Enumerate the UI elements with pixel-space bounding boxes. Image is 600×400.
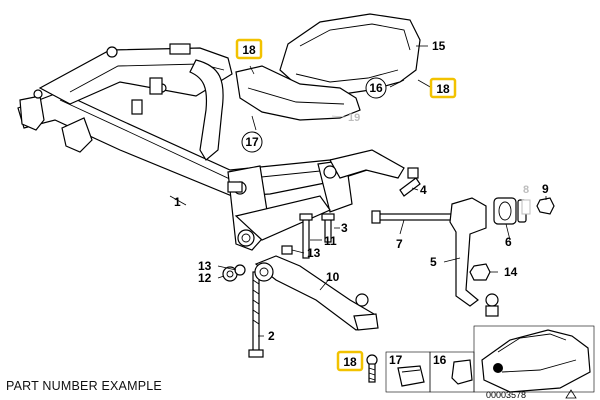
callout-18-example: 18 <box>336 350 364 372</box>
example-cell-car <box>473 325 595 393</box>
nut-14 <box>469 263 491 281</box>
callout-7: 7 <box>396 237 403 251</box>
callout-15: 15 <box>432 39 446 53</box>
car-locator-sketch <box>481 329 591 393</box>
washer-12-nut-13 <box>222 264 246 282</box>
example-nut-16 <box>451 359 473 385</box>
bolt-3 <box>321 213 335 243</box>
vertical-bolt-2 <box>248 271 264 358</box>
caption: PART NUMBER EXAMPLE <box>6 379 162 393</box>
bolt-4 <box>399 167 421 197</box>
wishbone <box>254 255 379 331</box>
callout-18-upper-right: 18 <box>429 77 457 99</box>
callout-16-top: 16 <box>369 81 383 95</box>
callout-8: 8 <box>523 184 529 196</box>
callout-16-example: 16 <box>433 353 447 367</box>
callout-11: 11 <box>324 234 337 248</box>
example-clip-17 <box>397 365 425 387</box>
splash-guard <box>235 65 361 121</box>
heat-shield <box>279 13 421 97</box>
front-subframe <box>17 43 405 251</box>
callout-12: 12 <box>198 271 212 285</box>
callout-13-lower: 13 <box>198 259 212 273</box>
callout-17-circle: 17 <box>241 131 263 153</box>
leader-lines <box>169 45 547 337</box>
callout-18-c: 18 <box>343 355 357 369</box>
callout-1: 1 <box>174 195 181 209</box>
callout-3: 3 <box>341 221 348 235</box>
callout-6: 6 <box>505 235 512 249</box>
example-bolt-18 <box>366 354 378 383</box>
warning-triangle-icon <box>565 389 577 399</box>
nut-9 <box>536 197 555 215</box>
callout-14: 14 <box>504 265 518 279</box>
callout-19: 19 <box>348 112 360 124</box>
callout-17-top: 17 <box>245 135 259 149</box>
bolt-11 <box>299 213 313 259</box>
callout-2: 2 <box>268 329 275 343</box>
faded-bushing-8 <box>521 199 531 215</box>
tension-strut <box>371 210 455 224</box>
rubber-mount <box>493 197 527 225</box>
callout-18-a: 18 <box>242 43 256 57</box>
nut-13-upper <box>281 245 293 255</box>
callout-5: 5 <box>430 255 437 269</box>
callout-9: 9 <box>542 182 549 196</box>
callout-17-example: 17 <box>389 353 403 367</box>
callout-4: 4 <box>420 183 427 197</box>
callout-18-b: 18 <box>436 82 450 96</box>
image-code: 00003578 <box>486 390 526 400</box>
control-arm <box>449 197 499 317</box>
callout-18-upper-left: 18 <box>235 38 263 60</box>
callout-10: 10 <box>326 270 340 284</box>
callout-16-circle: 16 <box>365 77 387 99</box>
callout-13-upper: 13 <box>307 246 321 260</box>
